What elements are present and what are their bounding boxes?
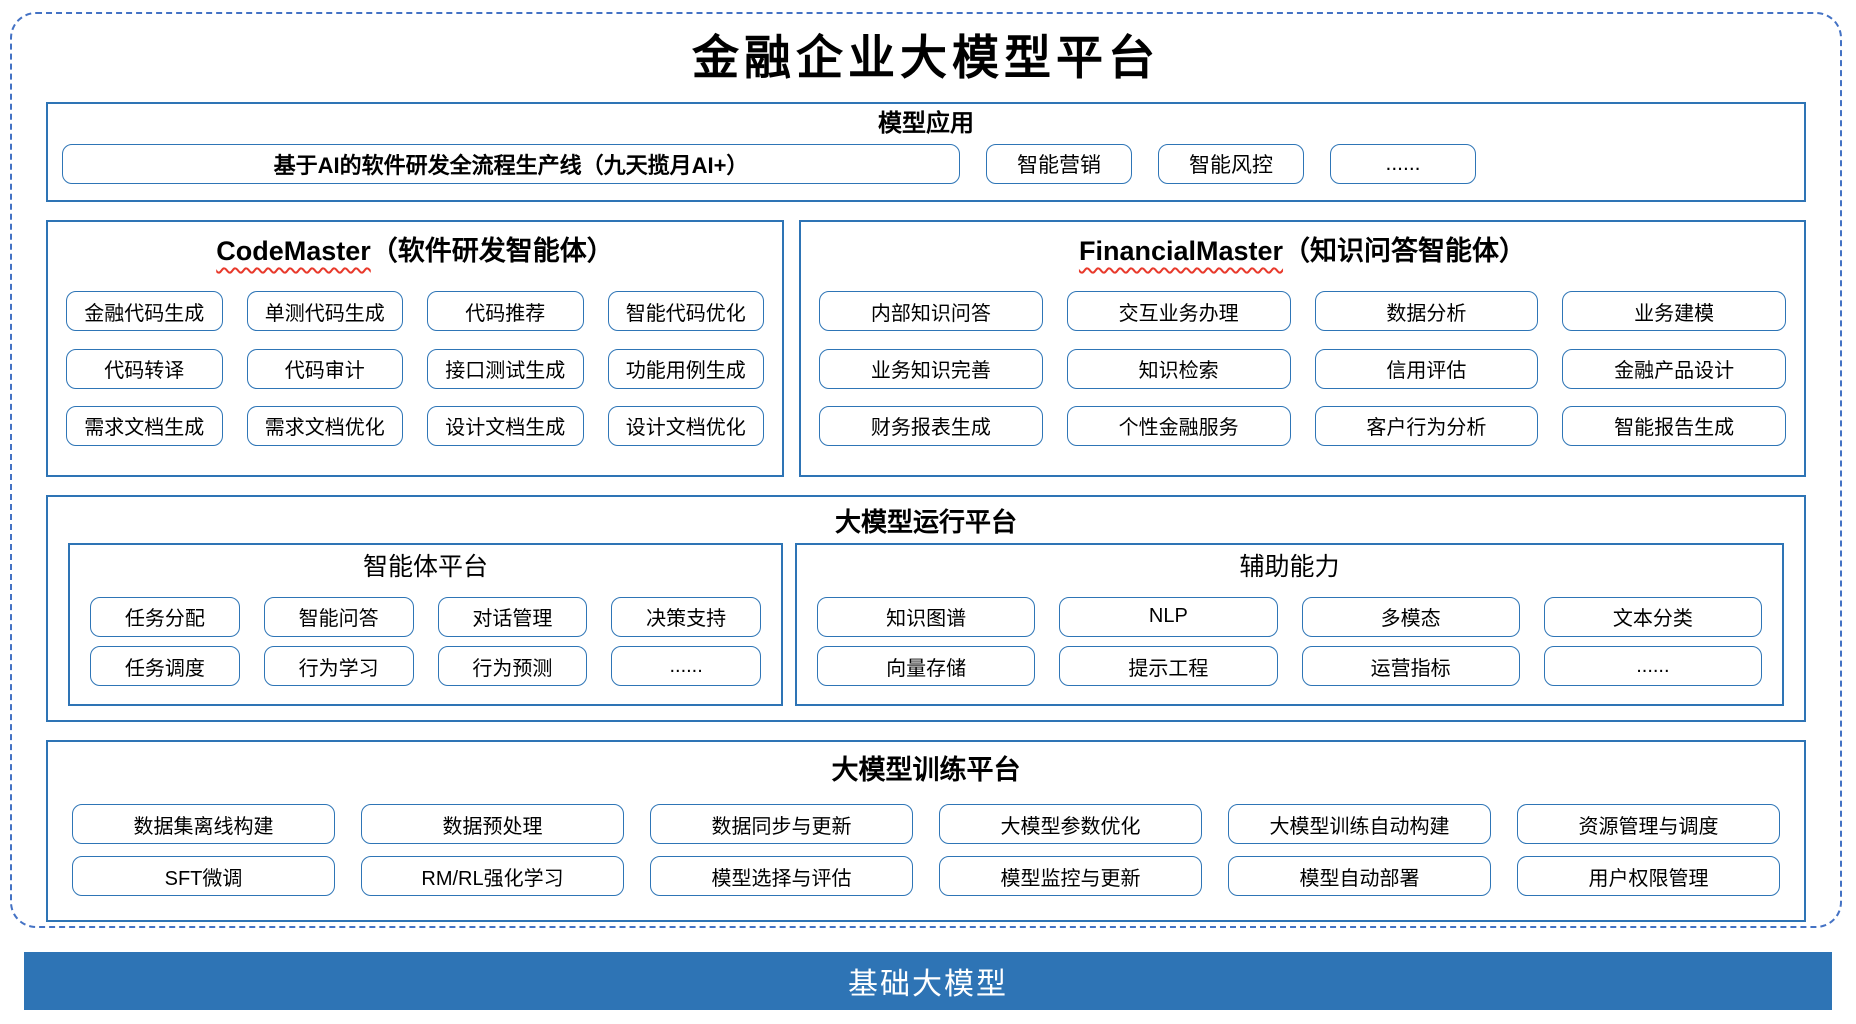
section-training-platform: 大模型训练平台 数据集离线构建 数据预处理 数据同步与更新 大模型参数优化 大模…	[46, 740, 1806, 922]
codemaster-item: 设计文档生成	[427, 405, 584, 446]
training-item: 模型监控与更新	[939, 856, 1202, 896]
codemaster-item: 代码推荐	[427, 291, 584, 332]
agent-platform-item: ......	[611, 646, 761, 687]
runtime-platform-header: 大模型运行平台	[834, 507, 1017, 537]
codemaster-item: 金融代码生成	[66, 291, 223, 332]
section-model-applications: 模型应用 基于AI的软件研发全流程生产线（九天揽月AI+） 智能营销 智能风控 …	[46, 102, 1806, 202]
codemaster-item: 智能代码优化	[607, 291, 764, 332]
agents-row: CodeMaster（软件研发智能体） 金融代码生成 单测代码生成 代码推荐 智…	[46, 220, 1806, 477]
aux-capability-item: 文本分类	[1543, 596, 1762, 637]
agent-platform-item: 任务调度	[90, 646, 240, 687]
agent-platform-grid: 任务分配 智能问答 对话管理 决策支持 任务调度 行为学习 行为预测 .....…	[90, 587, 761, 696]
codemaster-header: CodeMaster（软件研发智能体）	[66, 228, 764, 274]
base-model-bar: 基础大模型	[24, 952, 1832, 1010]
model-applications-header: 模型应用	[878, 110, 974, 137]
training-platform-grid: 数据集离线构建 数据预处理 数据同步与更新 大模型参数优化 大模型训练自动构建 …	[72, 792, 1780, 908]
model-applications-row: 基于AI的软件研发全流程生产线（九天揽月AI+） 智能营销 智能风控 .....…	[60, 140, 1792, 188]
financialmaster-item: 个性金融服务	[1066, 405, 1291, 446]
training-item: RM/RL强化学习	[361, 856, 624, 896]
codemaster-item: 代码转译	[66, 348, 223, 389]
aux-capability-item: 多模态	[1301, 596, 1520, 637]
runtime-columns: 智能体平台 任务分配 智能问答 对话管理 决策支持 任务调度 行为学习 行为预测…	[68, 543, 1784, 706]
section-codemaster: CodeMaster（软件研发智能体） 金融代码生成 单测代码生成 代码推荐 智…	[46, 220, 784, 477]
codemaster-item: 需求文档优化	[246, 405, 403, 446]
financialmaster-title-cn: （知识问答智能体）	[1283, 236, 1527, 266]
codemaster-title-en: CodeMaster	[216, 236, 371, 266]
agent-platform-item: 决策支持	[611, 596, 761, 637]
financialmaster-item: 财务报表生成	[819, 405, 1043, 446]
platform-dashed-frame: 金融企业大模型平台 模型应用 基于AI的软件研发全流程生产线（九天揽月AI+） …	[10, 12, 1842, 928]
codemaster-item: 功能用例生成	[607, 348, 764, 389]
financialmaster-grid: 内部知识问答 交互业务办理 数据分析 业务建模 业务知识完善 知识检索 信用评估…	[819, 274, 1786, 463]
training-item: 资源管理与调度	[1517, 804, 1780, 844]
financialmaster-title-en: FinancialMaster	[1078, 236, 1284, 266]
subsection-aux-capabilities: 辅助能力 知识图谱 NLP 多模态 文本分类 向量存储 提示工程 运营指标 ..…	[795, 543, 1784, 706]
aux-capabilities-grid: 知识图谱 NLP 多模态 文本分类 向量存储 提示工程 运营指标 ......	[817, 587, 1762, 696]
financialmaster-item: 数据分析	[1314, 291, 1539, 332]
financialmaster-item: 业务知识完善	[819, 348, 1043, 389]
agent-platform-item: 行为学习	[263, 646, 414, 687]
agent-platform-header: 智能体平台	[362, 553, 488, 581]
financialmaster-item: 信用评估	[1314, 348, 1539, 389]
ai-pipeline-box: 基于AI的软件研发全流程生产线（九天揽月AI+）	[62, 144, 960, 184]
agent-platform-item: 智能问答	[263, 596, 414, 637]
aux-capability-item: 提示工程	[1059, 646, 1278, 687]
training-item: 数据同步与更新	[650, 804, 913, 844]
aux-capability-item: NLP	[1059, 596, 1278, 637]
financialmaster-header: FinancialMaster（知识问答智能体）	[819, 228, 1786, 274]
financialmaster-item: 智能报告生成	[1562, 405, 1786, 446]
financialmaster-item: 知识检索	[1066, 348, 1291, 389]
aux-capability-item: ......	[1543, 646, 1762, 687]
financialmaster-item: 内部知识问答	[819, 291, 1043, 332]
training-item: 数据预处理	[361, 804, 624, 844]
codemaster-item: 代码审计	[246, 348, 403, 389]
aux-capability-item: 运营指标	[1301, 646, 1520, 687]
training-item: 用户权限管理	[1517, 856, 1780, 896]
training-item: 数据集离线构建	[72, 804, 335, 844]
codemaster-grid: 金融代码生成 单测代码生成 代码推荐 智能代码优化 代码转译 代码审计 接口测试…	[66, 274, 764, 463]
agent-platform-item: 对话管理	[437, 596, 588, 637]
section-runtime-platform: 大模型运行平台 智能体平台 任务分配 智能问答 对话管理 决策支持 任务调度 行…	[46, 495, 1806, 722]
model-app-item: 智能营销	[986, 144, 1132, 184]
training-item: 大模型参数优化	[939, 804, 1202, 844]
codemaster-item: 单测代码生成	[246, 291, 403, 332]
subsection-agent-platform: 智能体平台 任务分配 智能问答 对话管理 决策支持 任务调度 行为学习 行为预测…	[68, 543, 783, 706]
model-app-item: 智能风控	[1158, 144, 1304, 184]
agent-platform-item: 行为预测	[437, 646, 588, 687]
codemaster-item: 需求文档生成	[66, 405, 223, 446]
training-platform-header: 大模型训练平台	[831, 755, 1021, 785]
financialmaster-item: 客户行为分析	[1314, 405, 1539, 446]
financialmaster-item: 业务建模	[1562, 291, 1786, 332]
training-item: 模型选择与评估	[650, 856, 913, 896]
financialmaster-item: 交互业务办理	[1066, 291, 1291, 332]
financialmaster-item: 金融产品设计	[1562, 348, 1786, 389]
aux-capability-item: 知识图谱	[817, 596, 1036, 637]
agent-platform-item: 任务分配	[90, 596, 240, 637]
aux-capabilities-header: 辅助能力	[1239, 553, 1340, 581]
section-financialmaster: FinancialMaster（知识问答智能体） 内部知识问答 交互业务办理 数…	[799, 220, 1806, 477]
codemaster-item: 接口测试生成	[427, 348, 584, 389]
model-app-item: ......	[1330, 144, 1476, 184]
aux-capability-item: 向量存储	[817, 646, 1036, 687]
training-item: SFT微调	[72, 856, 335, 896]
training-item: 大模型训练自动构建	[1228, 804, 1491, 844]
page-title: 金融企业大模型平台	[692, 31, 1160, 86]
codemaster-item: 设计文档优化	[607, 405, 764, 446]
training-item: 模型自动部署	[1228, 856, 1491, 896]
codemaster-title-cn: （软件研发智能体）	[370, 236, 614, 266]
